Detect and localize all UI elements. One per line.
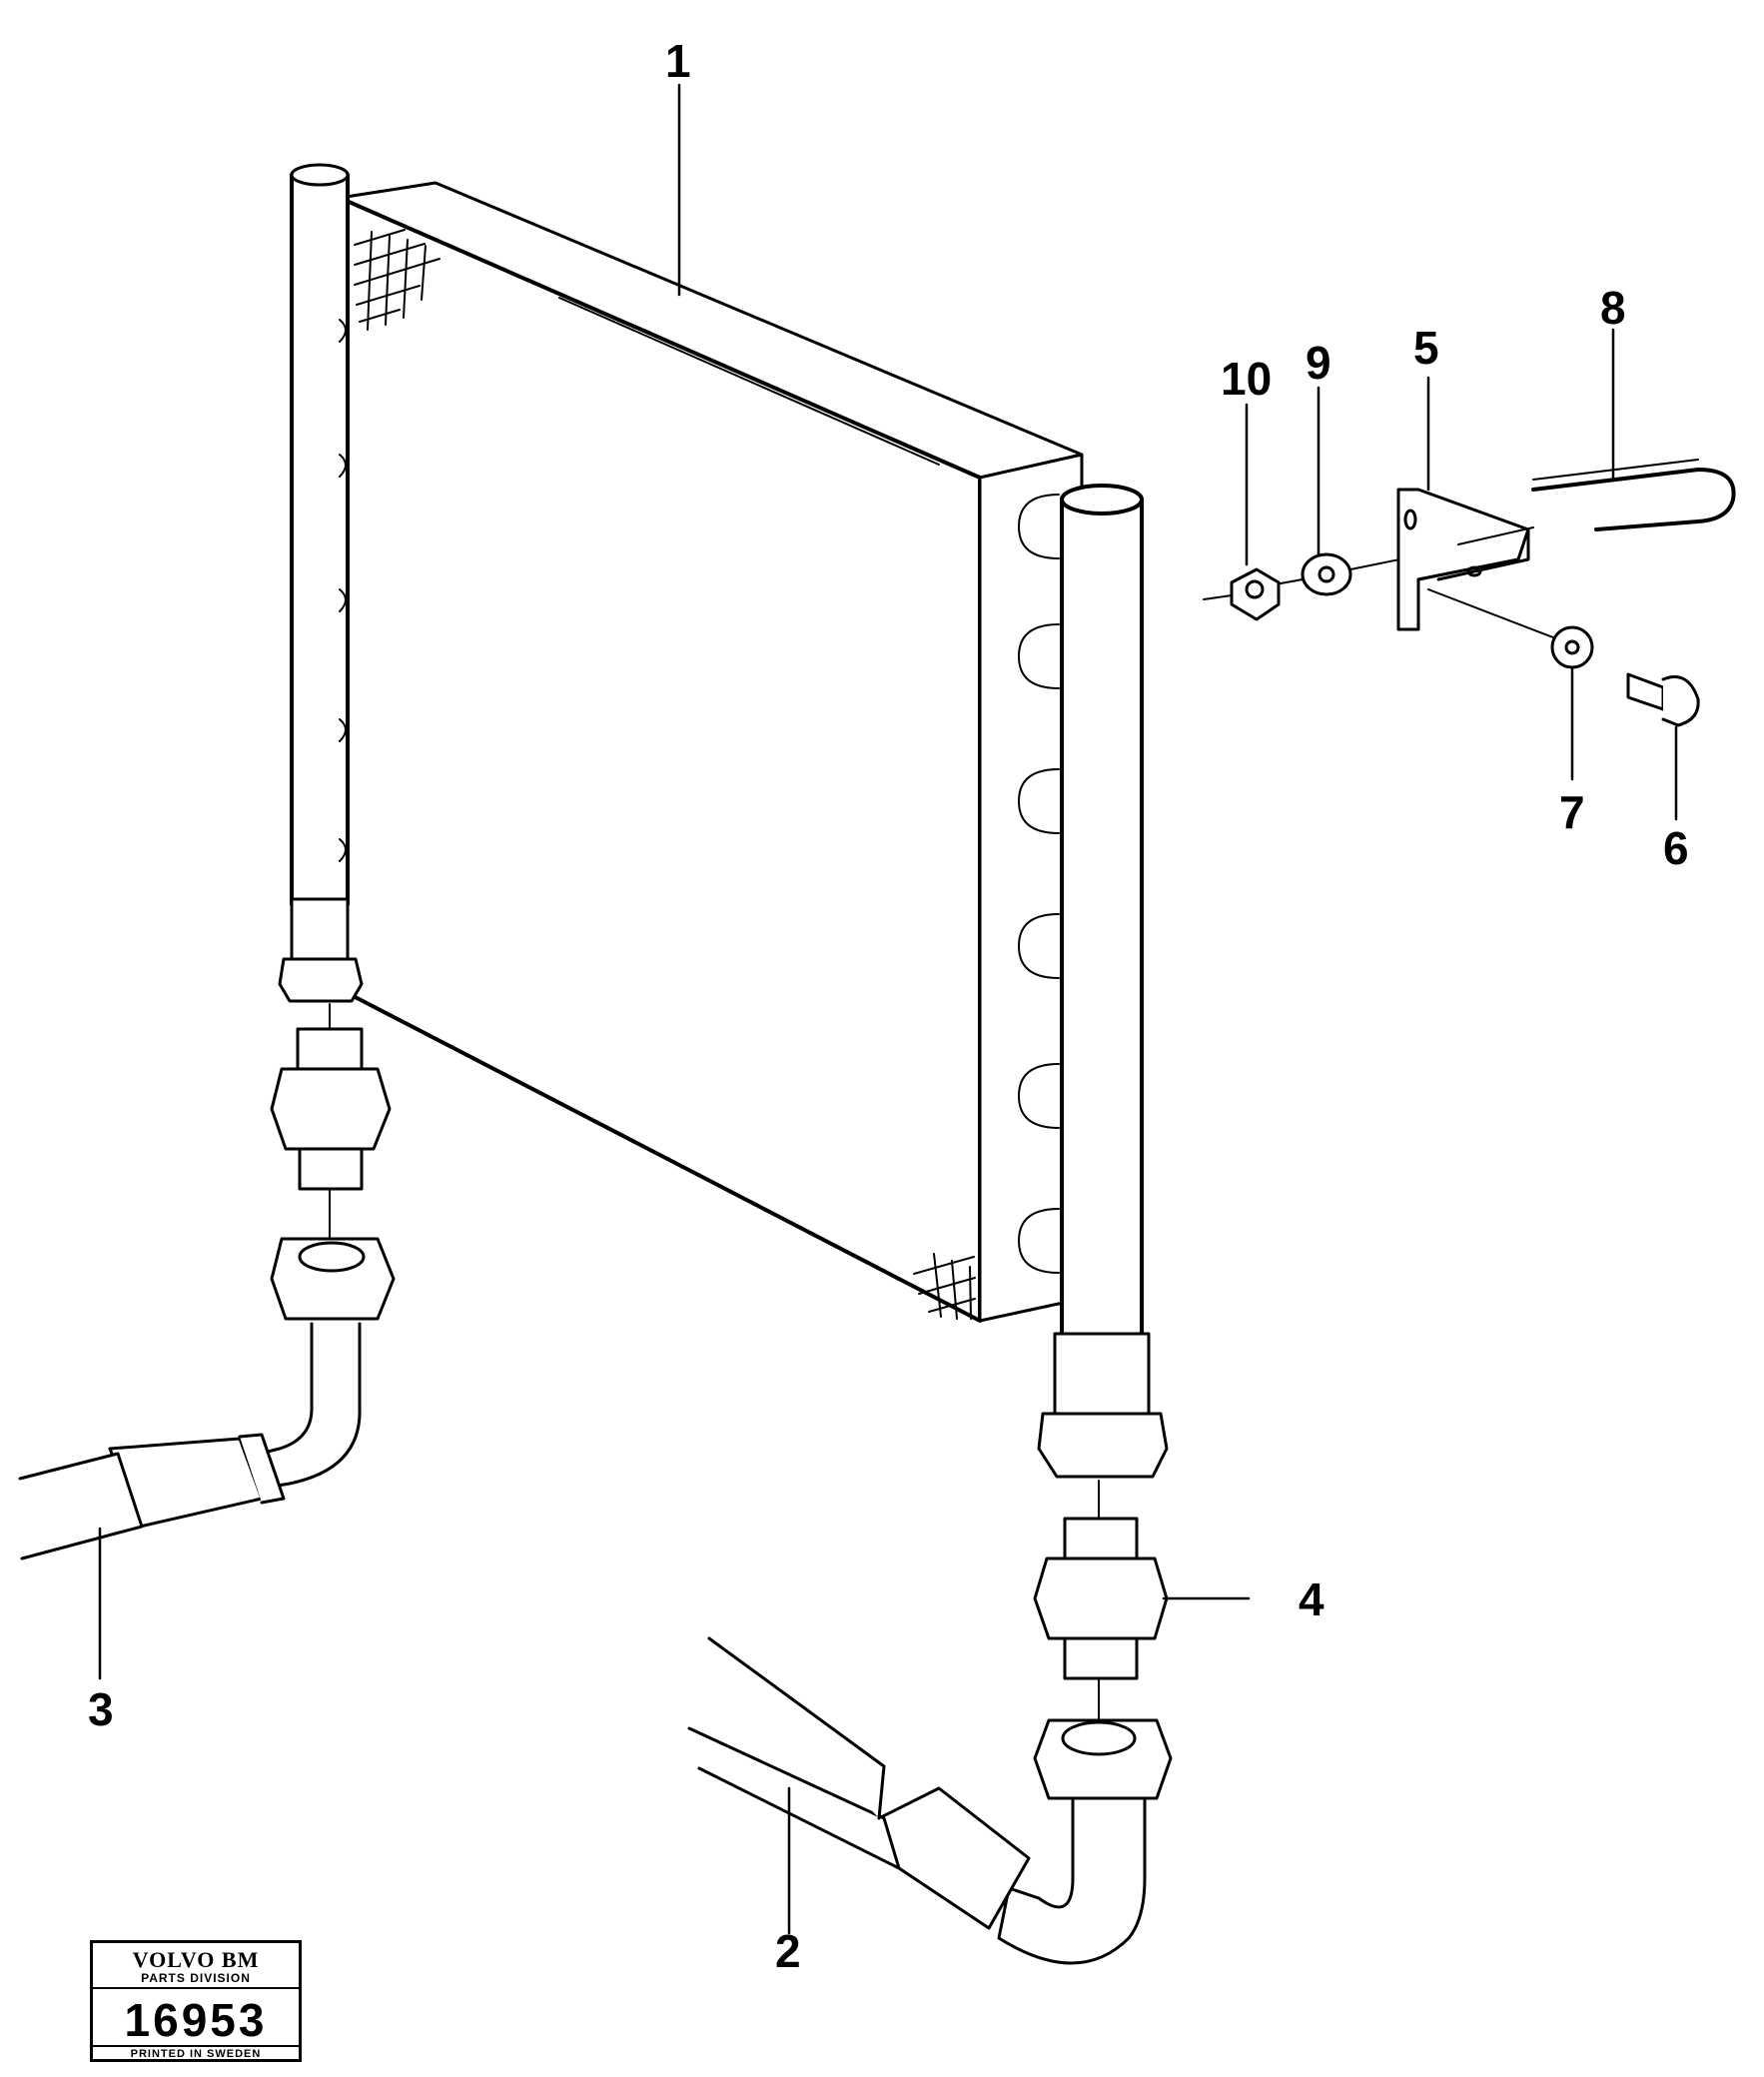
callout-5: 5 [1413, 322, 1439, 374]
callout-3: 3 [88, 1683, 114, 1735]
stamp-brand: VOLVO BM [132, 1947, 260, 1972]
bracket-assembly [1203, 459, 1736, 727]
leader-lines [98, 83, 1678, 1935]
left-fittings [18, 1003, 396, 1560]
callout-10: 10 [1221, 353, 1273, 405]
parts-division-stamp: VOLVO BM PARTS DIVISION 16953 PRINTED IN… [90, 1940, 302, 2062]
right-fittings [687, 1480, 1173, 1965]
stamp-drawing-number: 16953 [124, 1994, 268, 2046]
left-header-tank [278, 163, 364, 1003]
radiator-core [338, 181, 1084, 1323]
callout-1: 1 [665, 35, 691, 87]
stamp-divider-top [93, 1987, 299, 1989]
callout-6: 6 [1663, 822, 1689, 874]
right-header-tank [1018, 484, 1169, 1479]
stamp-printed-in: PRINTED IN SWEDEN [130, 2048, 262, 2060]
callout-7: 7 [1559, 786, 1585, 838]
callout-8: 8 [1600, 282, 1626, 334]
callout-9: 9 [1306, 337, 1331, 389]
stamp-division: PARTS DIVISION [141, 1971, 251, 1985]
callout-4: 4 [1299, 1573, 1324, 1625]
stamp-divider-bottom [93, 2045, 299, 2047]
callout-2: 2 [775, 1925, 801, 1977]
